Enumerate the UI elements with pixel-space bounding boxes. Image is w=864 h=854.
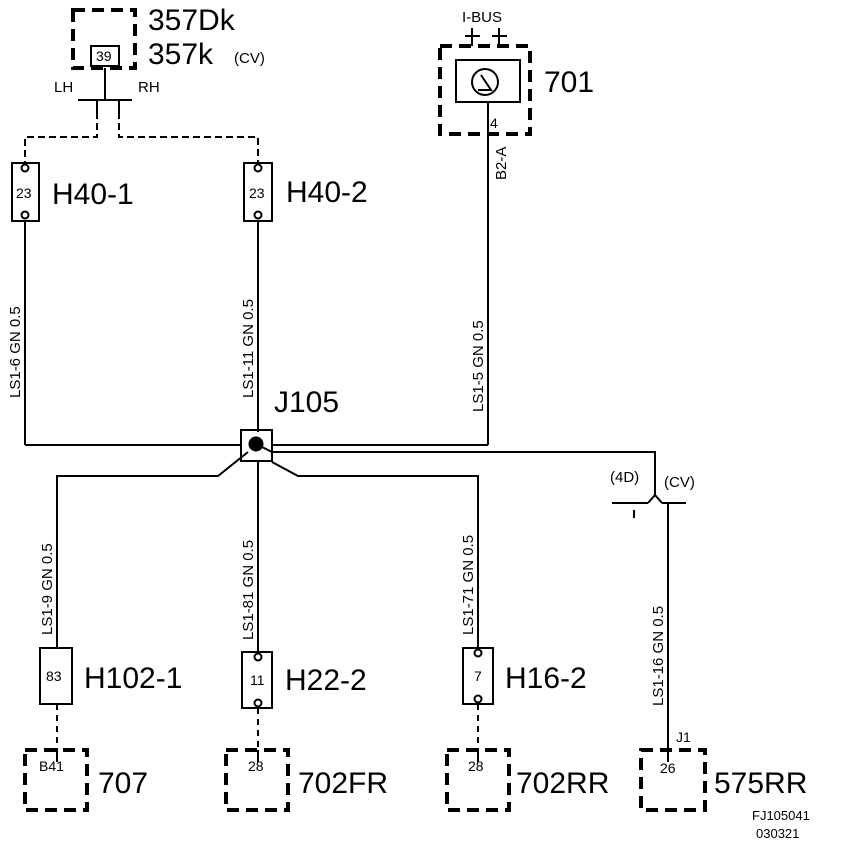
connector-707-pin: B41 (39, 758, 64, 774)
wire-ls1-9-label: LS1-9 GN 0.5 (39, 543, 56, 635)
h40-1-pin: 23 (16, 185, 32, 201)
wire-ls1-16-label: LS1-16 GN 0.5 (650, 606, 667, 706)
connector-357k-variant: (CV) (234, 50, 265, 67)
connector-575rr-label: 575RR (714, 767, 807, 800)
connector-575rr-j1-label: J1 (676, 729, 691, 745)
connector-702fr-label: 702FR (298, 767, 388, 800)
h16-2-pin: 7 (474, 668, 482, 684)
footer-date: 030321 (756, 826, 799, 841)
h16-2-label: H16-2 (505, 662, 587, 695)
lh-label: LH (54, 79, 73, 96)
footer-code: FJ105041 (752, 808, 810, 823)
rh-label: RH (138, 79, 160, 96)
h40-2-label: H40-2 (286, 176, 368, 209)
connector-702rr-label: 702RR (516, 767, 609, 800)
wire-ls1-5-label: LS1-5 GN 0.5 (470, 320, 487, 412)
h22-2-label: H22-2 (285, 664, 367, 697)
wire-ls1-6-label: LS1-6 GN 0.5 (7, 306, 24, 398)
wire-ls1-81-label: LS1-81 GN 0.5 (240, 540, 257, 640)
h22-2-pin: 11 (250, 672, 265, 688)
connector-707-label: 707 (98, 767, 148, 800)
connector-357dk-pin-frame (90, 45, 120, 67)
connector-357dk-pin: 39 (96, 48, 112, 64)
module-701-label: 701 (544, 66, 594, 99)
module-701-outer-box (438, 44, 532, 136)
h102-1-label: H102-1 (84, 662, 182, 695)
connector-357dk-label: 357Dk (148, 4, 236, 37)
module-701-inner-box (455, 59, 521, 103)
connector-357k-label: 357k (148, 38, 214, 71)
connector-702fr-pin: 28 (248, 758, 264, 774)
wire-ls1-71-label: LS1-71 GN 0.5 (460, 535, 477, 635)
wire-ls1-11-label: LS1-11 GN 0.5 (240, 299, 257, 398)
four-door-label: (4D) (610, 469, 639, 486)
connector-575rr-box (639, 748, 707, 812)
h102-1-pin: 83 (46, 668, 62, 684)
connector-702rr-pin: 28 (468, 758, 484, 774)
ibus-label: I-BUS (462, 9, 502, 26)
module-701-pin: 4 (490, 115, 498, 131)
wire-b2-a-label: B2-A (493, 147, 510, 180)
h40-1-label: H40-1 (52, 178, 134, 211)
connector-357dk-box (71, 8, 137, 70)
junction-j105-label: J105 (274, 386, 339, 419)
junction-j105-box (240, 429, 273, 462)
h40-2-pin: 23 (249, 185, 265, 201)
connector-575rr-pin: 26 (660, 760, 676, 776)
cv-label: (CV) (664, 474, 695, 491)
